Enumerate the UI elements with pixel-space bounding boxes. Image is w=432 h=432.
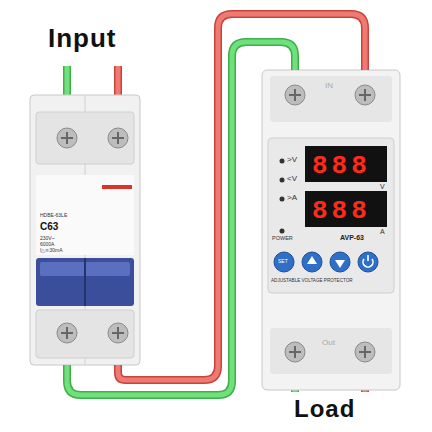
led <box>280 159 285 164</box>
led <box>280 229 285 234</box>
protector-housing <box>262 70 400 390</box>
led <box>280 178 285 183</box>
terminal-block <box>36 310 134 358</box>
model-label: C63 <box>40 221 58 232</box>
terminal-block <box>270 76 392 122</box>
device-label: A <box>380 228 385 236</box>
device-label: 230V~ <box>40 236 55 242</box>
device-label: IN <box>325 82 333 91</box>
breaker-housing <box>30 95 140 365</box>
device-label: <V <box>287 175 297 184</box>
device-label: HDBE-63LE <box>40 213 67 219</box>
terminal-block <box>270 328 392 374</box>
device-label: >A <box>287 194 297 203</box>
led <box>280 197 285 202</box>
device-label: 888 <box>312 193 371 229</box>
device-label: SET <box>278 259 288 265</box>
wire-stroke <box>67 42 295 395</box>
button <box>302 252 322 272</box>
label-panel <box>36 175 134 255</box>
button <box>274 252 294 272</box>
screw-slot <box>61 132 124 144</box>
toggle-lever <box>84 258 86 306</box>
screw-slot <box>289 89 371 101</box>
terminal-block <box>36 112 134 164</box>
device-label: Out <box>322 339 335 348</box>
device-label: POWER <box>272 235 293 241</box>
device-label: I△n:30mA <box>40 248 63 254</box>
screw-slot <box>289 346 371 358</box>
circuit-breaker: C63 <box>30 95 140 365</box>
front-panel <box>268 138 394 293</box>
down-arrow <box>335 260 345 268</box>
wire-stroke <box>67 42 295 395</box>
wire <box>67 42 295 395</box>
toggle-lever <box>36 258 134 306</box>
io-label: Input <box>48 24 117 53</box>
device-label: >V <box>287 156 297 165</box>
trip-indicator <box>102 185 132 189</box>
device-label: ADJUSTABLE VOLTAGE PROTECTOR <box>271 278 353 283</box>
device-label: 888 <box>312 148 371 184</box>
device-label: V <box>380 183 385 191</box>
screw-slot <box>61 327 124 339</box>
button <box>358 252 378 272</box>
up-arrow <box>307 256 317 264</box>
power-icon <box>363 255 373 267</box>
io-label: Load <box>294 396 355 422</box>
device-label: 6000A <box>40 242 54 248</box>
button <box>330 252 350 272</box>
model-label: AVP-63 <box>340 234 364 242</box>
